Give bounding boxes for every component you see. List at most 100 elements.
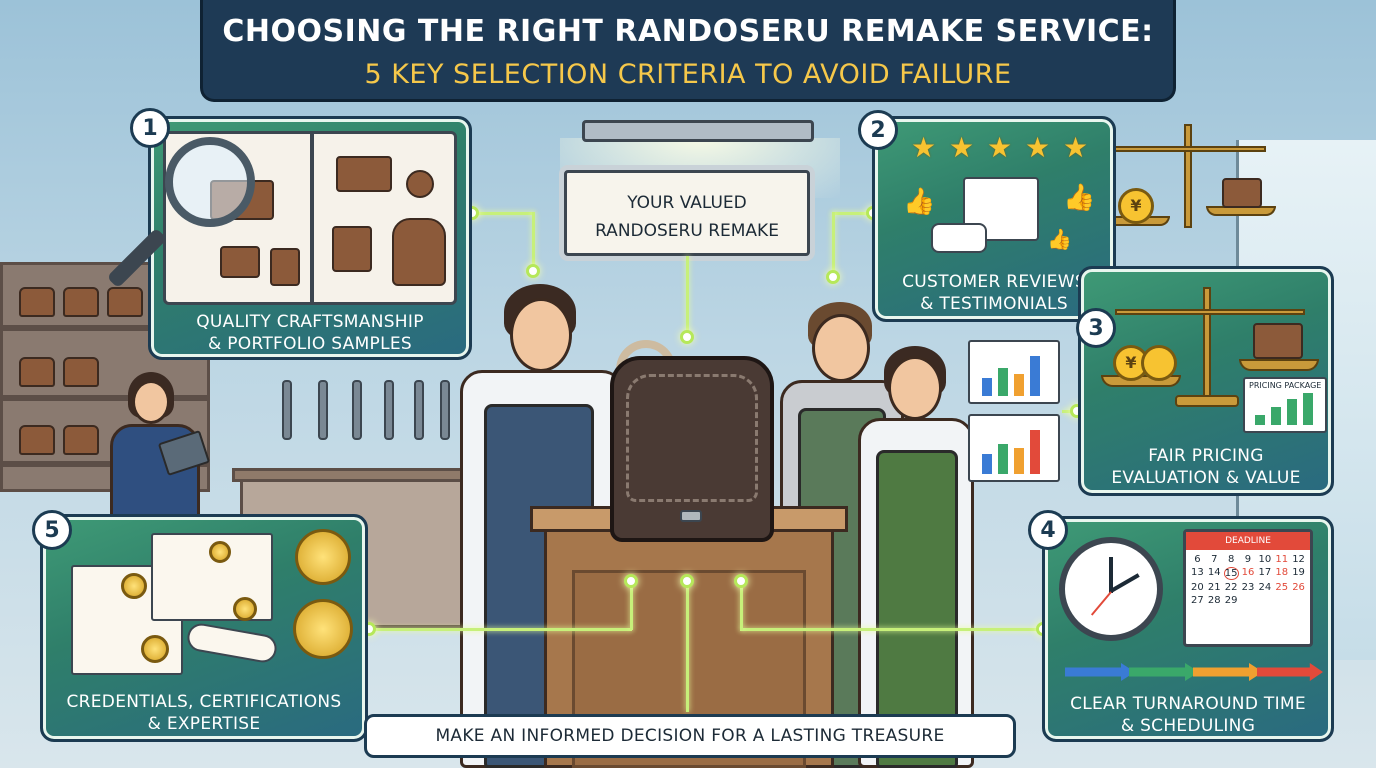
sign-line-2: RANDOSERU REMAKE bbox=[595, 221, 779, 241]
connector-dot bbox=[680, 574, 694, 588]
criterion-panel-2: ★ ★ ★ ★ ★ 👍 👍 👍 CUSTOMER REVIEWS & TESTI… bbox=[872, 116, 1116, 322]
criterion-5-line-1: CREDENTIALS, CERTIFICATIONS bbox=[66, 692, 342, 712]
calendar-day: 27 bbox=[1191, 595, 1204, 606]
calendar-day: 19 bbox=[1292, 567, 1305, 578]
star-icon: ★ bbox=[1063, 131, 1089, 164]
scale-icon: ¥ bbox=[1100, 124, 1276, 240]
page-subtitle: 5 KEY SELECTION CRITERIA TO AVOID FAILUR… bbox=[364, 59, 1012, 90]
criterion-panel-3: ¥ PRICING PACKAGE FAIR PRICING EVALUATIO… bbox=[1078, 266, 1334, 496]
criterion-2-line-2: & TESTIMONIALS bbox=[920, 294, 1068, 314]
medal-icon bbox=[141, 635, 169, 663]
connector-dot bbox=[680, 330, 694, 344]
calendar-day: 10 bbox=[1258, 554, 1272, 565]
connector-1 bbox=[472, 212, 534, 215]
timeline-arrow bbox=[1065, 663, 1135, 681]
medal-icon bbox=[293, 599, 353, 659]
center-sign: YOUR VALUED RANDOSERU REMAKE bbox=[564, 170, 810, 256]
calendar-day: 11 bbox=[1275, 554, 1289, 565]
calendar-day: 26 bbox=[1292, 582, 1305, 593]
criterion-number-1: 1 bbox=[130, 108, 170, 148]
clock-icon bbox=[1059, 537, 1163, 641]
craftswoman bbox=[850, 346, 980, 768]
calendar-title: DEADLINE bbox=[1186, 532, 1310, 550]
bottom-banner: MAKE AN INFORMED DECISION FOR A LASTING … bbox=[364, 714, 1016, 758]
connector-dot bbox=[526, 264, 540, 278]
connector-5b bbox=[630, 580, 633, 630]
star-icon: ★ bbox=[987, 131, 1013, 164]
pricing-package-card: PRICING PACKAGE bbox=[1243, 377, 1327, 433]
wall-chart-1 bbox=[968, 340, 1060, 404]
wall-chart-2 bbox=[968, 414, 1060, 482]
criterion-panel-5: CREDENTIALS, CERTIFICATIONS & EXPERTISE bbox=[40, 514, 368, 742]
timeline-arrow bbox=[1257, 663, 1323, 681]
calendar-day: 23 bbox=[1241, 582, 1255, 593]
certificate-scroll bbox=[185, 621, 279, 665]
calendar-day: 20 bbox=[1191, 582, 1204, 593]
criterion-3-line-1: FAIR PRICING bbox=[1148, 446, 1264, 466]
criterion-number-4: 4 bbox=[1028, 510, 1068, 550]
criterion-number-5: 5 bbox=[32, 510, 72, 550]
calendar-day: 16 bbox=[1241, 567, 1255, 578]
connector-1b bbox=[532, 212, 535, 272]
timeline-arrow bbox=[1129, 663, 1199, 681]
medal-icon bbox=[121, 573, 147, 599]
calendar-day: 17 bbox=[1258, 567, 1272, 578]
calendar-day: 6 bbox=[1194, 554, 1201, 565]
thumbs-up-icon: 👍 bbox=[903, 187, 936, 217]
criterion-1-line-2: & PORTFOLIO SAMPLES bbox=[207, 334, 413, 354]
person-with-tablet bbox=[110, 372, 211, 522]
connector-center bbox=[686, 582, 689, 712]
calendar-day: 24 bbox=[1258, 582, 1272, 593]
calendar-day: 14 bbox=[1207, 567, 1221, 578]
calendar-day: 9 bbox=[1244, 554, 1252, 565]
criterion-5-line-2: & EXPERTISE bbox=[147, 714, 261, 734]
title-banner: CHOOSING THE RIGHT RANDOSERU REMAKE SERV… bbox=[200, 0, 1176, 102]
randoseru-backpack bbox=[610, 356, 774, 542]
connector-4b bbox=[740, 580, 743, 630]
pricing-package-label: PRICING PACKAGE bbox=[1249, 381, 1322, 390]
connector-2b bbox=[832, 212, 835, 274]
criterion-4-line-2: & SCHEDULING bbox=[1120, 716, 1256, 736]
calendar-day: 12 bbox=[1292, 554, 1305, 565]
calendar-day: 13 bbox=[1191, 567, 1204, 578]
connector-sign bbox=[686, 256, 689, 336]
calendar-day: 22 bbox=[1224, 582, 1238, 593]
connector-dot bbox=[734, 574, 748, 588]
scale-icon: ¥ bbox=[1095, 283, 1323, 413]
medal-icon bbox=[233, 597, 257, 621]
coin-icon bbox=[1141, 345, 1177, 381]
criterion-number-2: 2 bbox=[858, 110, 898, 150]
calendar-day: 15 bbox=[1223, 567, 1239, 580]
connector-dot bbox=[826, 270, 840, 284]
calendar-day: 7 bbox=[1211, 554, 1218, 565]
calendar-day: 8 bbox=[1227, 554, 1235, 565]
magnifier-icon bbox=[165, 137, 255, 227]
connector-dot bbox=[624, 574, 638, 588]
workbench-top bbox=[232, 468, 478, 482]
page-title: CHOOSING THE RIGHT RANDOSERU REMAKE SERV… bbox=[222, 14, 1154, 49]
sign-line-1: YOUR VALUED bbox=[627, 193, 747, 213]
calendar-day: 25 bbox=[1275, 582, 1289, 593]
connector-2 bbox=[832, 212, 872, 215]
calendar-day: 29 bbox=[1224, 595, 1238, 606]
calendar-day: 18 bbox=[1275, 567, 1289, 578]
calendar-day: 21 bbox=[1207, 582, 1221, 593]
chat-bubble bbox=[931, 223, 987, 253]
star-icon: ★ bbox=[949, 131, 975, 164]
star-icon: ★ bbox=[911, 131, 937, 164]
star-icon: ★ bbox=[1025, 131, 1051, 164]
thumbs-up-icon: 👍 bbox=[1047, 227, 1072, 251]
connector-4 bbox=[740, 628, 1042, 631]
criterion-2-line-1: CUSTOMER REVIEWS bbox=[902, 272, 1086, 292]
criterion-4-line-1: CLEAR TURNAROUND TIME bbox=[1070, 694, 1306, 714]
criterion-panel-1: QUALITY CRAFTSMANSHIP & PORTFOLIO SAMPLE… bbox=[106, 116, 472, 360]
ceiling-lamp bbox=[582, 120, 814, 142]
thumbs-up-icon: 👍 bbox=[1063, 183, 1096, 213]
medal-icon bbox=[209, 541, 231, 563]
medal-icon bbox=[295, 529, 351, 585]
connector-5 bbox=[370, 628, 632, 631]
timeline-arrow bbox=[1193, 663, 1263, 681]
